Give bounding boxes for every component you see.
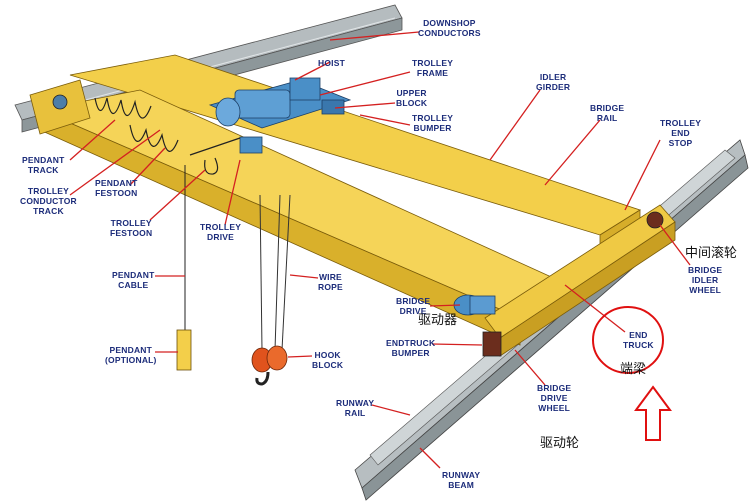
label-downshop-conductors: DOWNSHOP CONDUCTORS bbox=[418, 18, 481, 38]
label-trolley-bumper: TROLLEY BUMPER bbox=[412, 113, 454, 133]
label-pendant-festoon: PENDANT FESTOON bbox=[95, 178, 138, 198]
end-truck-wheels bbox=[52, 94, 664, 357]
label-end-truck: END TRUCK bbox=[623, 330, 654, 350]
label-trolley-frame: TROLLEY FRAME bbox=[412, 58, 454, 78]
label-trolley-end-stop: TROLLEY END STOP bbox=[660, 118, 702, 148]
label-endtruck-bumper: ENDTRUCK BUMPER bbox=[386, 338, 436, 358]
up-arrow-icon bbox=[634, 385, 672, 441]
label-runway-beam: RUNWAY BEAM bbox=[442, 470, 481, 490]
label-bridge-idler-wheel: BRIDGE IDLER WHEEL bbox=[688, 265, 723, 295]
label-bridge-rail: BRIDGE RAIL bbox=[590, 103, 625, 123]
pendant bbox=[176, 165, 192, 371]
annotation-drive-wheel-cn: 驱动轮 bbox=[540, 436, 580, 451]
annotation-drive-cn: 驱动器 bbox=[418, 313, 458, 328]
festoon-cables bbox=[94, 97, 241, 175]
label-idler-girder: IDLER GIRDER bbox=[536, 72, 571, 92]
end-truck-highlight-circle bbox=[592, 306, 664, 374]
label-trolley-festoon: TROLLEY FESTOON bbox=[110, 218, 153, 238]
label-pendant-cable: PENDANT CABLE bbox=[112, 270, 155, 290]
label-wire-rope: WIRE ROPE bbox=[318, 272, 343, 292]
label-bridge-drive-wheel: BRIDGE DRIVE WHEEL bbox=[537, 383, 572, 413]
trolley-hoist bbox=[208, 77, 352, 154]
annotation-idler-wheel-cn: 中间滚轮 bbox=[685, 246, 738, 261]
label-bridge-drive: BRIDGE DRIVE bbox=[396, 296, 431, 316]
label-pendant-optional: PENDANT (Optional) bbox=[105, 345, 157, 365]
hook-block bbox=[251, 194, 291, 386]
label-trolley-drive: TROLLEY DRIVE bbox=[200, 222, 242, 242]
bridge-drive-motor bbox=[453, 294, 496, 316]
label-trolley-conductor-track: TROLLEY CONDUCTOR TRACK bbox=[20, 186, 77, 216]
label-hook-block: HOOK BLOCK bbox=[312, 350, 344, 370]
label-upper-block: UPPER BLOCK bbox=[396, 88, 428, 108]
label-hoist: HOIST bbox=[318, 58, 345, 68]
label-pendant-track: PENDANT TRACK bbox=[22, 155, 65, 175]
annotation-end-truck-cn: 端梁 bbox=[620, 362, 647, 377]
label-runway-rail: RUNWAY RAIL bbox=[336, 398, 375, 418]
leader-lines bbox=[69, 31, 691, 469]
